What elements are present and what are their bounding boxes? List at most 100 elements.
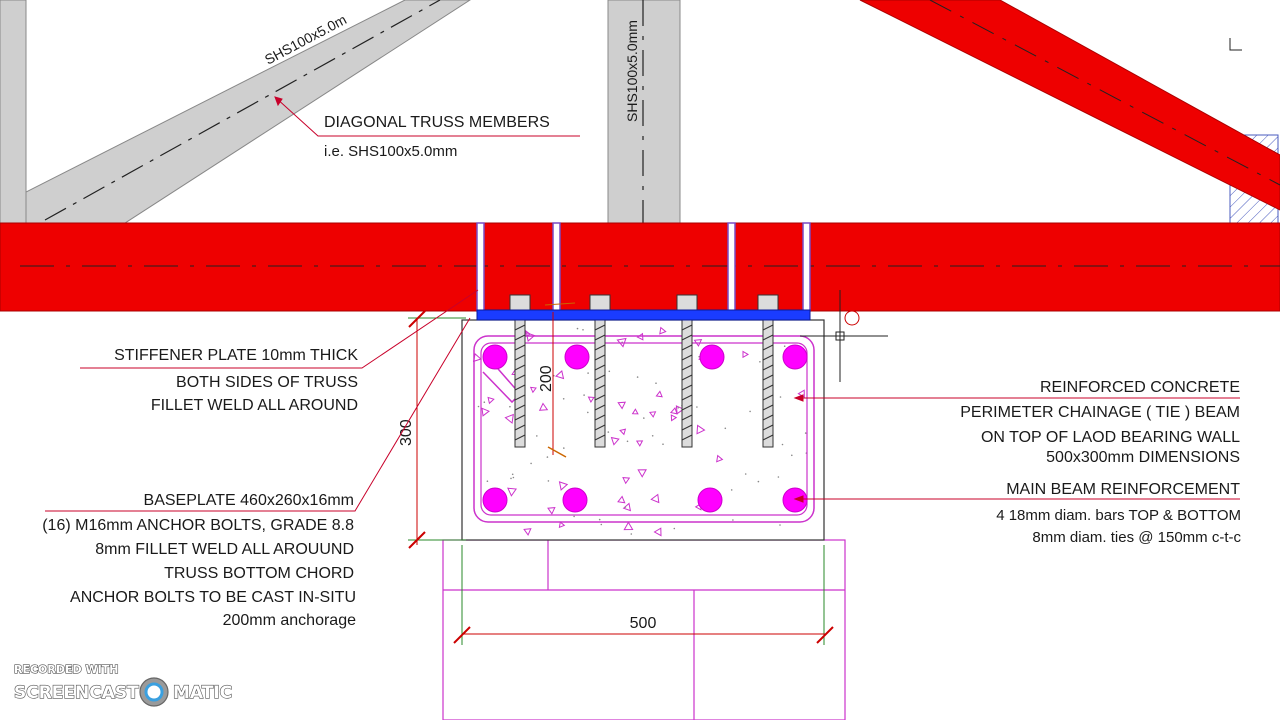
note-line: PERIMETER CHAINAGE ( TIE ) BEAM bbox=[960, 404, 1240, 421]
aggregate-dot bbox=[783, 345, 786, 348]
note-line: REINFORCED CONCRETE bbox=[1040, 379, 1240, 396]
aggregate-dot bbox=[582, 329, 584, 331]
aggregate-dot bbox=[724, 427, 727, 430]
aggregate-dot bbox=[781, 443, 784, 446]
aggregate-mark bbox=[655, 390, 663, 398]
aggregate-dot bbox=[759, 361, 761, 363]
aggregate-mark bbox=[650, 493, 660, 504]
aggregate-dot bbox=[730, 489, 733, 491]
width-value: 500 bbox=[630, 615, 657, 632]
aggregate-mark bbox=[555, 370, 565, 380]
aggregate-dot bbox=[779, 524, 781, 526]
note-line: 8mm FILLET WELD ALL AROUUND bbox=[95, 541, 354, 558]
aggregate-dot bbox=[536, 435, 538, 437]
diagonal-truss-member bbox=[25, 0, 471, 226]
aggregate-mark bbox=[675, 405, 685, 415]
aggregate-dot bbox=[662, 443, 664, 446]
note-line: TRUSS BOTTOM CHORD bbox=[164, 565, 354, 582]
note-line: DIAGONAL TRUSS MEMBERS bbox=[324, 114, 550, 131]
aggregate-mark bbox=[653, 527, 662, 537]
aggregate-mark bbox=[648, 411, 657, 418]
note-line: BASEPLATE 460x260x16mm bbox=[144, 492, 354, 509]
leader-baseplate bbox=[45, 317, 471, 512]
note-baseplate: BASEPLATE 460x260x16mm (16) M16mm ANCHOR… bbox=[42, 492, 356, 629]
aggregate-mark bbox=[617, 401, 627, 410]
stirrup-outer bbox=[473, 335, 815, 523]
stiffener-plate bbox=[727, 222, 736, 312]
leader-lines bbox=[45, 96, 1240, 512]
aggregate-dot bbox=[483, 401, 486, 404]
cad-cursor bbox=[800, 290, 888, 382]
note-line: STIFFENER PLATE 10mm THICK bbox=[114, 347, 358, 364]
stiffener-plate bbox=[552, 222, 561, 312]
aggregate-dot bbox=[624, 506, 627, 508]
aggregate-dot bbox=[573, 515, 575, 518]
top-chord-centerline bbox=[929, 0, 1280, 186]
aggregate-mark bbox=[504, 413, 514, 424]
red-top-chord bbox=[859, 0, 1280, 211]
screencast-logo-icon bbox=[139, 677, 169, 707]
aggregate-mark bbox=[481, 407, 490, 417]
aggregate-mark bbox=[631, 408, 639, 415]
aggregate-dot bbox=[530, 462, 532, 465]
aggregate-mark bbox=[623, 521, 634, 531]
aggregate-dot bbox=[643, 417, 645, 419]
aggregate-dot bbox=[651, 435, 654, 437]
aggregate-dot bbox=[744, 473, 747, 475]
leader-stiffener bbox=[80, 289, 479, 369]
aggregate-mark bbox=[696, 424, 706, 435]
aggregate-dot bbox=[608, 370, 611, 373]
rebar bbox=[562, 487, 588, 513]
aggregate-mark bbox=[507, 487, 517, 497]
aggregate-dot bbox=[779, 396, 782, 398]
aggregate-dot bbox=[509, 405, 511, 408]
aggregate-mark bbox=[558, 481, 569, 491]
anchorage-value: 200 bbox=[538, 365, 555, 392]
aggregate-dot bbox=[749, 410, 751, 413]
note-line: 200mm anchorage bbox=[223, 612, 357, 629]
diagonal-centerline bbox=[44, 0, 441, 221]
aggregate-dot bbox=[777, 476, 780, 478]
aggregate-dot bbox=[477, 405, 480, 408]
note-diagonal-truss: DIAGONAL TRUSS MEMBERS i.e. SHS100x5.0mm bbox=[324, 114, 550, 160]
aggregate-dot bbox=[600, 523, 603, 526]
aggregate-dot bbox=[510, 477, 512, 480]
aggregate-mark bbox=[670, 414, 678, 422]
aggregate-dot bbox=[486, 480, 489, 483]
aggregate-dot bbox=[677, 407, 679, 409]
leader-diagonal bbox=[274, 96, 580, 137]
note-line: i.e. SHS100x5.0mm bbox=[324, 143, 457, 160]
aggregate-dot bbox=[636, 376, 639, 378]
aggregate-mark bbox=[523, 528, 532, 536]
note-line: BOTH SIDES OF TRUSS bbox=[176, 374, 358, 391]
rebar bbox=[482, 487, 508, 513]
aggregate-mark bbox=[558, 521, 566, 529]
aggregate-mark bbox=[716, 454, 724, 463]
aggregate-dot bbox=[562, 398, 565, 400]
aggregate-dot bbox=[655, 382, 657, 385]
vertical-truss-member bbox=[607, 0, 681, 226]
rebar bbox=[482, 344, 508, 370]
aggregate-dot bbox=[732, 519, 734, 521]
aggregate-mark bbox=[617, 495, 626, 504]
aggregate-mark bbox=[622, 502, 632, 512]
aggregate-dot bbox=[696, 406, 698, 408]
aggregate-dot bbox=[757, 480, 760, 483]
aggregate-mark bbox=[622, 477, 631, 485]
watermark-brand-right: MATIC bbox=[173, 683, 232, 703]
note-line: ON TOP OF LAOD BEARING WALL bbox=[981, 429, 1240, 446]
aggregate-mark bbox=[637, 469, 647, 478]
aggregate-mark bbox=[487, 396, 495, 405]
aggregate-dot bbox=[587, 372, 589, 374]
rebar bbox=[782, 487, 808, 513]
aggregate-mark bbox=[619, 428, 627, 436]
aggregate-mark bbox=[742, 350, 749, 359]
stirrup-inner bbox=[480, 342, 808, 516]
truss-bottom-chord bbox=[0, 222, 1280, 312]
aggregate-dot bbox=[546, 456, 549, 458]
aggregate-dot bbox=[576, 327, 579, 330]
note-stiffener: STIFFENER PLATE 10mm THICK BOTH SIDES OF… bbox=[114, 347, 358, 414]
aggregate-dot bbox=[791, 454, 793, 457]
